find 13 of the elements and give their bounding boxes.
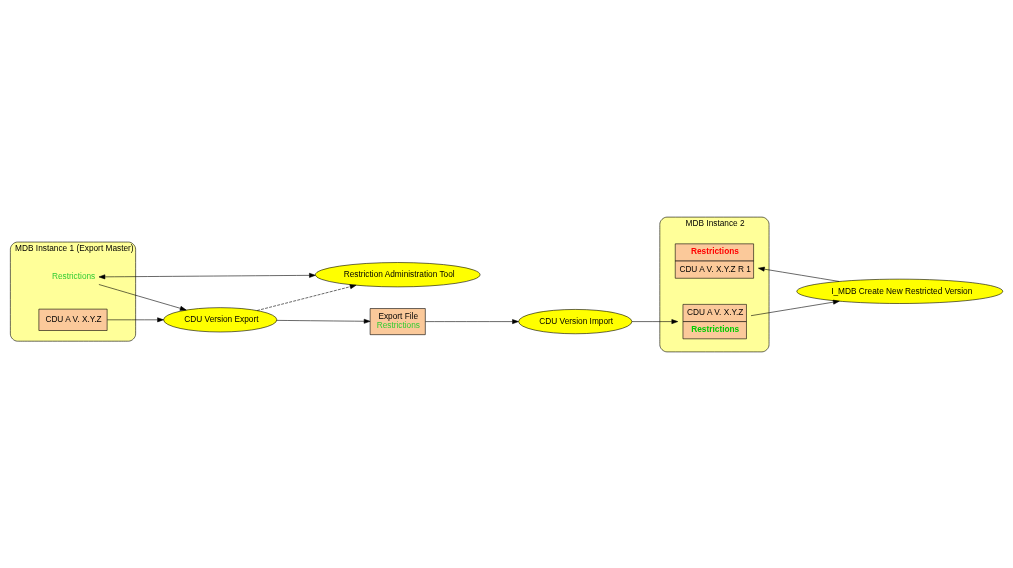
arrow xyxy=(98,283,187,311)
node-ellipse: CDU Version Import xyxy=(518,308,633,334)
arrow xyxy=(256,283,357,311)
arrow xyxy=(276,318,371,324)
node-box: Export File Restrictions xyxy=(369,307,426,335)
node-text: Restrictions xyxy=(51,270,96,281)
node-box: CDU A V. X.Y.Z xyxy=(38,308,108,331)
arrow xyxy=(107,316,164,322)
arrow xyxy=(758,266,840,282)
arrow xyxy=(750,299,840,316)
arrow xyxy=(425,318,519,324)
arrow xyxy=(631,318,679,324)
arrow xyxy=(98,272,316,279)
